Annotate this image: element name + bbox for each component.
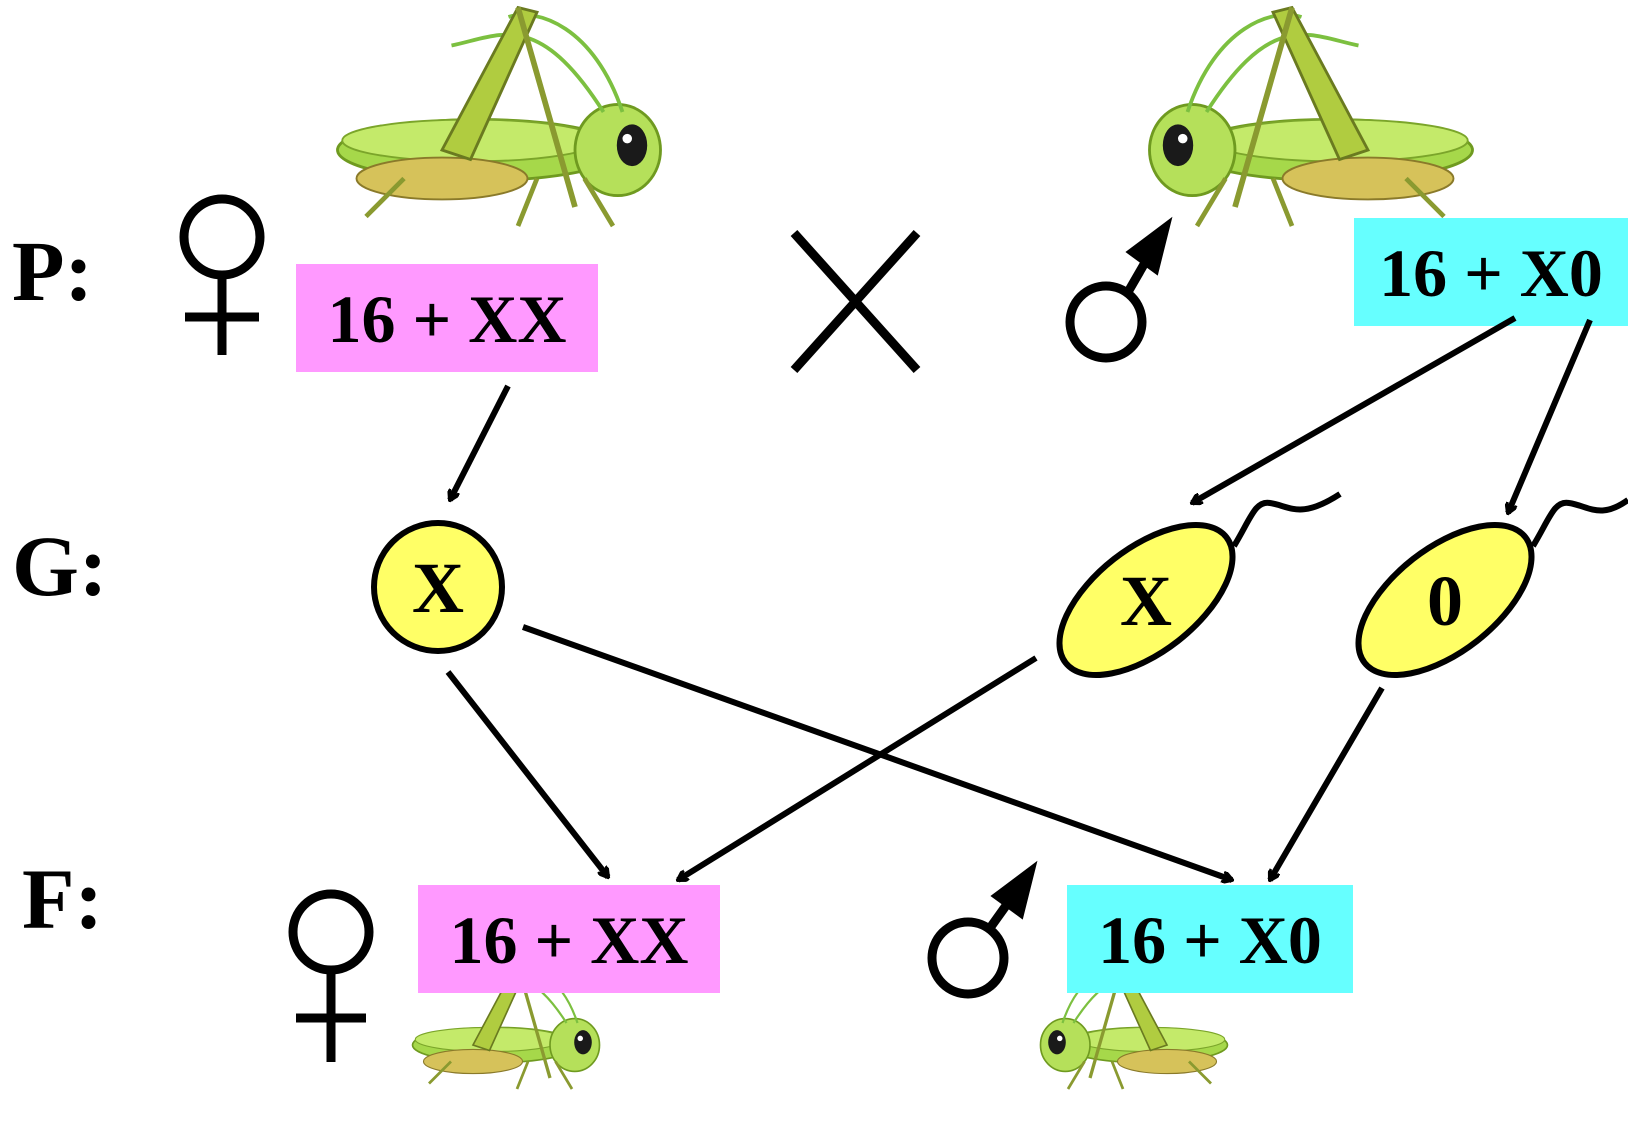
parent-male-karyotype: 16 + X0 xyxy=(1379,235,1603,311)
gamete-egg xyxy=(371,520,505,654)
gamete-sperm-0-label: 0 xyxy=(1427,561,1463,641)
male-symbol-icon xyxy=(1065,216,1173,363)
grasshopper-icon xyxy=(338,7,661,226)
male-symbol-icon xyxy=(927,860,1038,999)
female-symbol-icon xyxy=(288,889,374,1062)
gamete-sperm-0 xyxy=(1355,497,1628,678)
generation-label-f: F: xyxy=(22,851,103,947)
generation-label-g: G: xyxy=(12,518,108,614)
parent-male-karyotype-box xyxy=(1354,218,1628,326)
gamete-egg-label: X xyxy=(412,548,464,628)
female-symbol-icon xyxy=(179,194,265,355)
cross-icon xyxy=(790,229,921,374)
generation-label-p: P: xyxy=(12,223,93,319)
offspring-male-karyotype: 16 + X0 xyxy=(1098,902,1322,978)
parent-female-karyotype: 16 + XX xyxy=(328,281,567,357)
parent-female-karyotype-box xyxy=(296,264,598,372)
gamete-sperm-x xyxy=(1056,491,1342,678)
offspring-male-karyotype-box xyxy=(1067,885,1353,993)
offspring-female-karyotype: 16 + XX xyxy=(450,902,689,978)
arrow-icon xyxy=(450,315,1593,513)
offspring-female-karyotype-box xyxy=(418,885,720,993)
gamete-sperm-x-label: X xyxy=(1120,561,1172,641)
arrow-icon xyxy=(445,624,1385,880)
grasshopper-icon xyxy=(1150,7,1473,226)
